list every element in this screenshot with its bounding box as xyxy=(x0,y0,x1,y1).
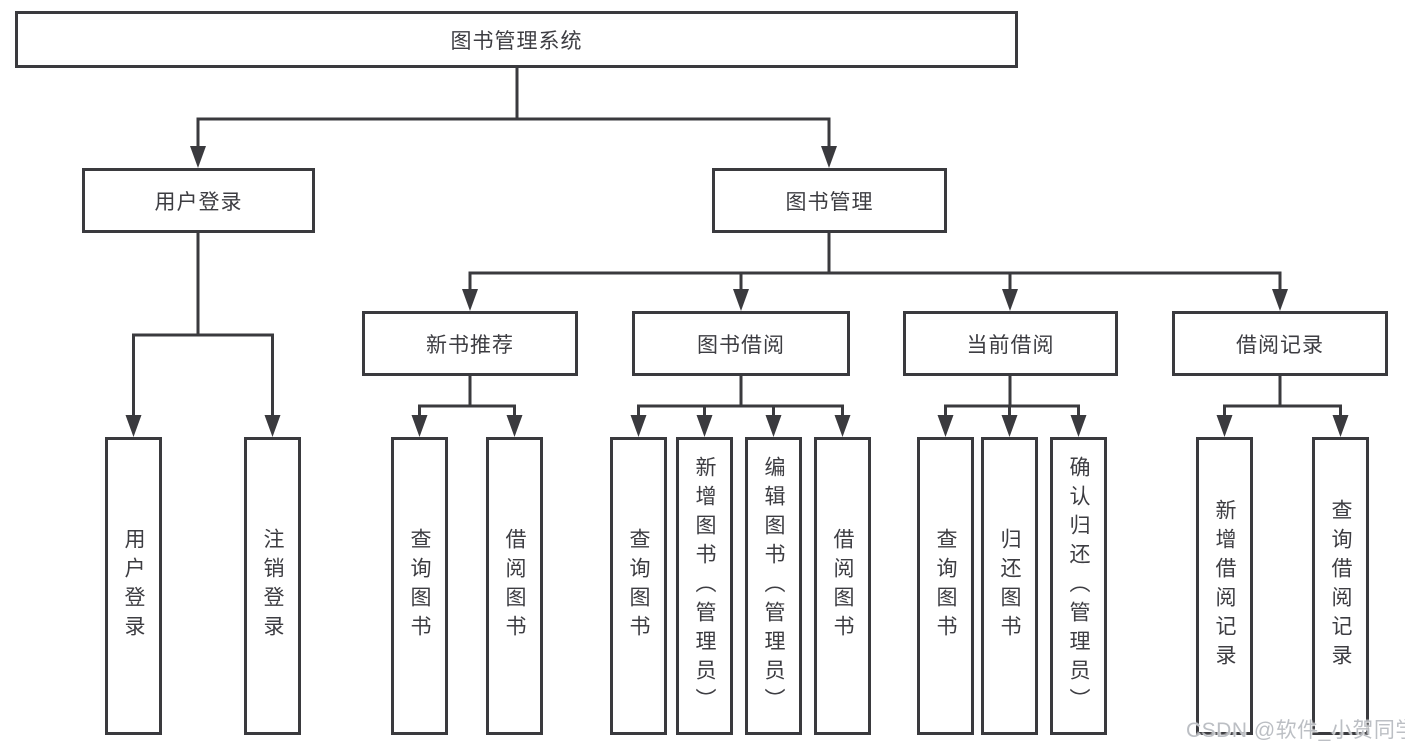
connector-root-to-level1 xyxy=(190,66,837,168)
node-recommend-borrow-books: 借阅图书 xyxy=(486,437,543,735)
node-label: 图书管理 xyxy=(785,190,874,214)
connector-user-login-to-leaves xyxy=(125,233,281,437)
connector-borrowing-records-to-leaves xyxy=(1216,376,1349,437)
node-current-return-books: 归还图书 xyxy=(981,437,1038,735)
node-label: 借阅图书 xyxy=(503,528,526,644)
node-current-confirm-return-admin: 确认归还（管理员） xyxy=(1050,437,1107,735)
node-label: 当前借阅 xyxy=(966,333,1055,357)
node-new-book-recommendation: 新书推荐 xyxy=(362,311,578,376)
connector-new-book-recommendation-to-leaves xyxy=(411,376,523,437)
node-records-add-borrow-record: 新增借阅记录 xyxy=(1196,437,1253,735)
node-label: 用户登录 xyxy=(122,528,145,644)
node-label: 新增借阅记录 xyxy=(1213,499,1236,673)
node-user-login: 用户登录 xyxy=(82,168,315,233)
node-label: 图书借阅 xyxy=(697,333,785,357)
node-borrowing-add-books-admin: 新增图书（管理员） xyxy=(676,437,733,735)
node-label: 归还图书 xyxy=(998,528,1021,644)
node-borrowing-borrow-books: 借阅图书 xyxy=(814,437,871,735)
node-logout: 注销登录 xyxy=(244,437,301,735)
node-borrowing-query-books: 查询图书 xyxy=(610,437,667,735)
csdn-watermark: CSDN @软件_小贺同学 xyxy=(1186,719,1405,742)
node-label: 图书管理系统 xyxy=(450,29,583,53)
node-label: 确认归还（管理员） xyxy=(1067,455,1090,717)
node-book-management: 图书管理 xyxy=(712,168,947,233)
node-label: 查询图书 xyxy=(408,528,431,644)
node-label: 新增图书（管理员） xyxy=(693,455,716,717)
node-library-management-system: 图书管理系统 xyxy=(15,11,1018,68)
node-label: 新书推荐 xyxy=(426,333,514,357)
node-book-borrowing: 图书借阅 xyxy=(632,311,850,376)
node-current-borrowing: 当前借阅 xyxy=(903,311,1118,376)
node-user-login-leaf: 用户登录 xyxy=(105,437,162,735)
node-label: 查询图书 xyxy=(627,528,650,644)
node-label: 编辑图书（管理员） xyxy=(762,455,785,717)
node-borrowing-records: 借阅记录 xyxy=(1172,311,1388,376)
node-label: 借阅图书 xyxy=(831,528,854,644)
node-label: 查询借阅记录 xyxy=(1329,499,1352,673)
node-current-query-books: 查询图书 xyxy=(917,437,974,735)
node-borrowing-edit-books-admin: 编辑图书（管理员） xyxy=(745,437,802,735)
node-label: 注销登录 xyxy=(261,528,284,644)
node-recommend-query-books: 查询图书 xyxy=(391,437,448,735)
connector-book-management-to-level2 xyxy=(462,232,1288,311)
node-label: 借阅记录 xyxy=(1236,333,1324,357)
connector-book-borrowing-to-leaves xyxy=(630,376,851,437)
node-label: 用户登录 xyxy=(154,190,243,214)
node-label: 查询图书 xyxy=(934,528,957,644)
connector-current-borrowing-to-leaves xyxy=(937,376,1087,437)
node-records-query-borrow-record: 查询借阅记录 xyxy=(1312,437,1369,735)
